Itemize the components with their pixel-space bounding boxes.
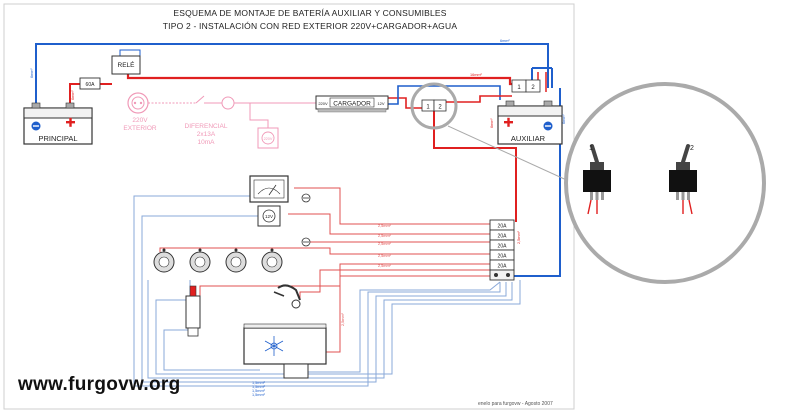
wire-label-left: 6mm² xyxy=(30,68,34,78)
branch-wire-1 xyxy=(294,187,490,225)
main-fuse-label: 60A xyxy=(86,82,96,88)
switch-pos-2-label: 2 xyxy=(438,105,442,111)
relay-label: RELÉ xyxy=(118,60,136,69)
charger-positive-wire xyxy=(388,97,428,109)
faucet-icon xyxy=(273,284,301,309)
aux-box-1-label: 1 xyxy=(517,85,521,91)
aux-negative-wire xyxy=(514,88,561,277)
toggle-switch-icon xyxy=(301,237,311,247)
wire-label-branch: 2,5mm² xyxy=(378,254,392,258)
diagram-title-line2: TIPO 2 - INSTALACIÓN CON RED EXTERIOR 22… xyxy=(162,21,458,31)
wire-label-aux-blue: 6mm² xyxy=(562,114,566,124)
branch-wire-4 xyxy=(159,247,490,255)
fuse-label: 20A xyxy=(498,224,508,230)
charger-negative-wire xyxy=(388,85,501,105)
zoom-pointer-line xyxy=(447,125,585,189)
wire-label-red-left: 6mm² xyxy=(71,90,75,100)
credit-text: enelo para furgovw - Agosto 2007 xyxy=(478,401,553,407)
zoom-switch-2-label: 2 xyxy=(690,145,694,152)
positive-wire-main xyxy=(126,74,512,86)
toggle-switch-icon xyxy=(301,193,311,203)
differential-breaker xyxy=(221,96,235,110)
wire-label-bottom: 1,5mm² xyxy=(252,389,266,393)
plus-icon xyxy=(504,117,513,127)
main-fuse xyxy=(79,77,101,90)
switch-zoom-detail xyxy=(564,82,766,284)
branch-wire-6 xyxy=(299,269,490,300)
external-power-inlet xyxy=(127,92,149,114)
fuse-label: 20A xyxy=(498,264,508,270)
voltage-display-label: 12V xyxy=(265,214,273,219)
ground-return-wires xyxy=(133,195,521,387)
differential-label-line3: 10mA xyxy=(198,139,216,146)
snowflake-icon xyxy=(264,336,284,356)
wire-label-branch: 2,5mm² xyxy=(378,264,392,268)
differential-label-line2: 2x13A xyxy=(197,131,216,138)
positive-wire-principal xyxy=(69,83,80,108)
aux-box-2-label: 2 xyxy=(531,85,535,91)
wire-label-bus: 2,5mm² xyxy=(341,312,345,326)
voltmeter-gauge xyxy=(249,175,289,203)
differential-switch xyxy=(195,95,222,104)
zoom-switch-1-label: 1 xyxy=(589,145,593,152)
water-pump-icon xyxy=(185,285,201,337)
wire-label-branch: 2,5mm² xyxy=(378,242,392,246)
branch-wire-2 xyxy=(288,213,490,235)
wire-label-branch: 2,5mm² xyxy=(378,234,392,238)
charger-dc-label: 12V xyxy=(377,101,384,106)
wire-label-fuse-bus: 2,5mm² xyxy=(517,230,521,244)
socket-wire xyxy=(249,103,269,130)
socket-label: 220V xyxy=(264,137,273,141)
auxiliar-label: AUXILIAR xyxy=(511,134,546,143)
charger-ac-label: 220V xyxy=(318,101,328,106)
diagram-title-line1: ESQUEMA DE MONTAJE DE BATERÍA AUXILIAR Y… xyxy=(173,8,447,18)
branch-wire-7 xyxy=(326,275,490,353)
aux-box-2 xyxy=(525,79,541,93)
charger-label: CARGADOR xyxy=(333,101,371,108)
fuse-block xyxy=(489,219,515,281)
fuse-label: 20A xyxy=(498,244,508,250)
wire-label-bottom: 1,5mm² xyxy=(252,381,266,385)
wire-label-top: 6mm² xyxy=(500,39,510,43)
watermark-text: www.furgovw.org xyxy=(18,374,181,395)
principal-label: PRINCIPAL xyxy=(38,134,77,143)
wire-label-bottom: 1,5mm² xyxy=(252,393,266,397)
ceiling-lamp-icon xyxy=(189,248,211,273)
ground-wire-top xyxy=(35,43,549,108)
fuse-label: 20A xyxy=(498,234,508,240)
ac-socket xyxy=(257,127,279,149)
plus-icon xyxy=(66,117,75,127)
switch-pos-2 xyxy=(433,99,447,112)
switch-pos-1-label: 1 xyxy=(426,105,430,111)
external-label-line1: 220V xyxy=(132,117,148,124)
wire-label-branch: 2,5mm² xyxy=(378,224,392,228)
battery-charger xyxy=(315,95,389,113)
switch-detail-ring xyxy=(410,82,458,130)
relay xyxy=(111,55,141,75)
wire-label-aux-red: 6mm² xyxy=(490,118,494,128)
wire-label-bottom: 1,5mm² xyxy=(252,385,266,389)
wire-label-red-top: 16mm² xyxy=(470,73,483,77)
fuse-label: 20A xyxy=(498,254,508,260)
ceiling-lamp-icon xyxy=(261,248,283,273)
external-label-line2: EXTERIOR xyxy=(123,125,157,132)
fridge-icon xyxy=(243,323,327,379)
ceiling-lamp-icon xyxy=(225,248,247,273)
auxiliar-battery xyxy=(497,100,563,145)
ceiling-lamp-icon xyxy=(153,248,175,273)
principal-battery xyxy=(23,102,93,145)
differential-label-line1: DIFERENCIAL xyxy=(185,123,228,130)
